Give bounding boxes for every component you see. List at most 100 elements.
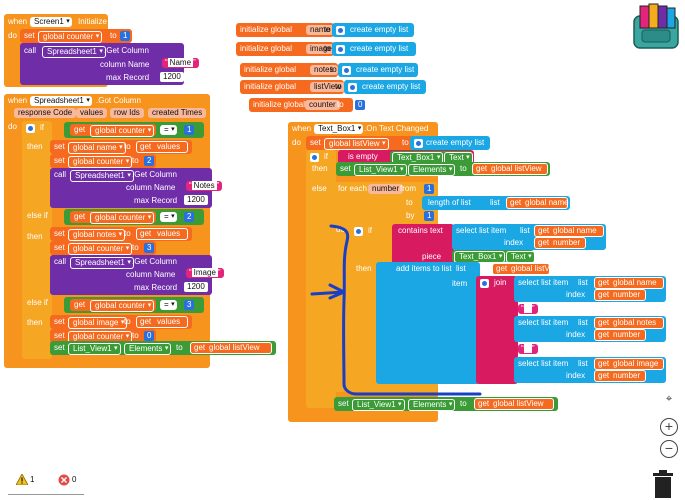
get-values-block[interactable]: get values	[136, 316, 188, 328]
global-notes-field[interactable]: notes	[310, 65, 338, 75]
init-global-notes-block[interactable]: initialize global notes	[240, 63, 338, 77]
get-listview-block[interactable]: get global listView	[474, 398, 554, 410]
mutator-gear-icon[interactable]	[26, 124, 35, 133]
get-listview-block[interactable]: get global listView	[492, 263, 562, 275]
global-image-field[interactable]: image	[306, 44, 336, 54]
global-name-dropdown[interactable]: global name	[68, 142, 126, 154]
if-else-block[interactable]: if then else	[306, 150, 336, 408]
set-listview-elements-block[interactable]: set List_View1 Elements to get global li…	[336, 162, 550, 176]
global-listview-dropdown[interactable]: global listView	[324, 138, 389, 150]
elements-property-dropdown[interactable]: Elements	[408, 164, 456, 176]
select-list-item-block[interactable]: select list item list index get global n…	[514, 316, 666, 342]
counter-init-zero[interactable]: 0	[355, 100, 366, 110]
number-var-field[interactable]: number	[368, 184, 404, 194]
separator-string[interactable]: “ ”	[518, 344, 538, 354]
counter-init-number[interactable]: 1	[120, 31, 131, 41]
global-listview-field[interactable]: listView	[310, 82, 345, 92]
text-property-dropdown[interactable]: Text	[444, 152, 473, 164]
is-empty-block[interactable]: is empty Text_Box1 Text	[338, 150, 474, 164]
call-get-column-block[interactable]: call Spreadsheet1 .Get Column column Nam…	[20, 43, 184, 85]
trash-icon[interactable]	[650, 470, 676, 498]
get-counter-block[interactable]: get global counter	[70, 211, 156, 224]
mutator-gear-icon[interactable]	[348, 83, 357, 92]
global-counter-field[interactable]: counter	[305, 100, 340, 110]
text-property-dropdown[interactable]: Text	[506, 251, 535, 263]
set-listview-elements-block[interactable]: set List_View1 Elements to get global li…	[50, 341, 276, 355]
length-of-list-block[interactable]: length of list list get global name	[422, 196, 570, 210]
create-empty-list-block[interactable]: create empty list	[332, 23, 414, 37]
by-value[interactable]: 1	[424, 211, 435, 221]
get-global-name-block[interactable]: get global name	[534, 225, 604, 237]
set-global-image-block[interactable]: set global image to get values	[50, 315, 192, 329]
get-listview-block[interactable]: get global listView	[190, 342, 272, 354]
global-notes-dropdown[interactable]: global notes	[68, 229, 126, 241]
set-global-counter-block[interactable]: set global counter to 2	[50, 154, 156, 168]
create-empty-list-block[interactable]: create empty list	[410, 136, 490, 150]
if-elseif-block[interactable]: if then else if then else if then	[22, 121, 52, 359]
global-counter-dropdown[interactable]: global counter	[38, 31, 103, 43]
select-list-item-block[interactable]: select list item list index get global n…	[514, 276, 666, 302]
global-counter-dropdown[interactable]: global counter	[68, 243, 133, 255]
get-global-notes-block[interactable]: get global notes	[594, 317, 664, 329]
get-counter-block[interactable]: get global counter	[70, 299, 156, 312]
spreadsheet1-dropdown[interactable]: Spreadsheet1	[70, 257, 134, 269]
separator-string[interactable]: “ ”	[518, 304, 538, 314]
column-name-string[interactable]: “Name”	[162, 58, 199, 68]
max-record-number[interactable]: 1200	[160, 72, 184, 82]
list-view1-dropdown[interactable]: List_View1	[68, 343, 121, 355]
global-image-dropdown[interactable]: global image	[68, 317, 128, 329]
zoom-in-icon[interactable]: +	[660, 418, 678, 436]
column-name-string[interactable]: “Image”	[186, 268, 224, 278]
param-row-ids[interactable]: row Ids	[110, 108, 144, 118]
equals-compare-block[interactable]: get global counter = 2	[64, 209, 204, 225]
column-name-string[interactable]: “Notes”	[186, 181, 223, 191]
contains-text-block[interactable]: contains text piece	[392, 224, 454, 264]
list-view1-dropdown[interactable]: List_View1	[354, 164, 407, 176]
backpack-icon[interactable]	[628, 2, 684, 50]
get-number-block[interactable]: get number	[594, 370, 646, 382]
equals-compare-block[interactable]: get global counter = 3	[64, 297, 204, 313]
equals-operator-dropdown[interactable]: =	[160, 300, 177, 310]
get-number-block[interactable]: get number	[594, 329, 646, 341]
spreadsheet1-dropdown[interactable]: Spreadsheet1	[30, 96, 92, 106]
spreadsheet1-dropdown[interactable]: Spreadsheet1	[70, 170, 134, 182]
equals-operator-dropdown[interactable]: =	[160, 125, 177, 135]
set-global-counter-block[interactable]: set global counter to	[20, 29, 132, 43]
global-counter-dropdown[interactable]: global counter	[68, 156, 133, 168]
zoom-out-icon[interactable]: −	[660, 440, 678, 458]
error-indicator[interactable]: 0	[58, 474, 82, 488]
next-counter-value[interactable]: 3	[144, 243, 155, 253]
get-global-image-block[interactable]: get global image	[594, 358, 664, 370]
set-global-listview-block[interactable]: set global listView to	[306, 136, 416, 150]
init-global-listview-block[interactable]: initialize global listView	[240, 80, 345, 94]
compare-value[interactable]: 1	[184, 125, 195, 135]
mutator-gear-icon[interactable]	[414, 139, 423, 148]
mutator-gear-icon[interactable]	[310, 153, 319, 162]
init-global-counter-block[interactable]: initialize global counter to	[249, 98, 353, 112]
select-list-item-block[interactable]: select list item list index get global i…	[514, 357, 666, 383]
get-values-block[interactable]: get values	[136, 228, 188, 240]
set-global-notes-block[interactable]: set global notes to get values	[50, 227, 192, 241]
equals-compare-block[interactable]: get global counter = 1	[64, 122, 204, 138]
set-listview-elements-block[interactable]: set List_View1 Elements to get global li…	[334, 397, 558, 411]
join-block[interactable]: join	[476, 276, 518, 384]
get-counter-block[interactable]: get global counter	[70, 124, 156, 137]
get-listview-block[interactable]: get global listView	[472, 163, 548, 175]
add-items-to-list-block[interactable]: add items to list list item	[376, 262, 480, 384]
recenter-icon[interactable]: ⌖	[660, 392, 678, 410]
text-box1-dropdown[interactable]: Text_Box1	[314, 124, 364, 134]
mutator-gear-icon[interactable]	[480, 279, 489, 288]
compare-value[interactable]: 3	[184, 300, 195, 310]
create-empty-list-block[interactable]: create empty list	[338, 63, 418, 77]
elements-property-dropdown[interactable]: Elements	[124, 343, 172, 355]
mutator-gear-icon[interactable]	[342, 66, 351, 75]
list-view1-dropdown[interactable]: List_View1	[352, 399, 405, 411]
mutator-gear-icon[interactable]	[336, 45, 345, 54]
param-response-code[interactable]: response Code	[14, 108, 77, 118]
get-global-name-block[interactable]: get global name	[594, 277, 664, 289]
textbox-text-getter[interactable]: Text_Box1 Text	[390, 151, 473, 164]
get-global-name-block[interactable]: get global name	[506, 197, 569, 209]
equals-operator-dropdown[interactable]: =	[160, 212, 177, 222]
set-global-counter-block[interactable]: set global counter to 0	[50, 329, 156, 343]
get-number-block[interactable]: get number	[594, 289, 646, 301]
